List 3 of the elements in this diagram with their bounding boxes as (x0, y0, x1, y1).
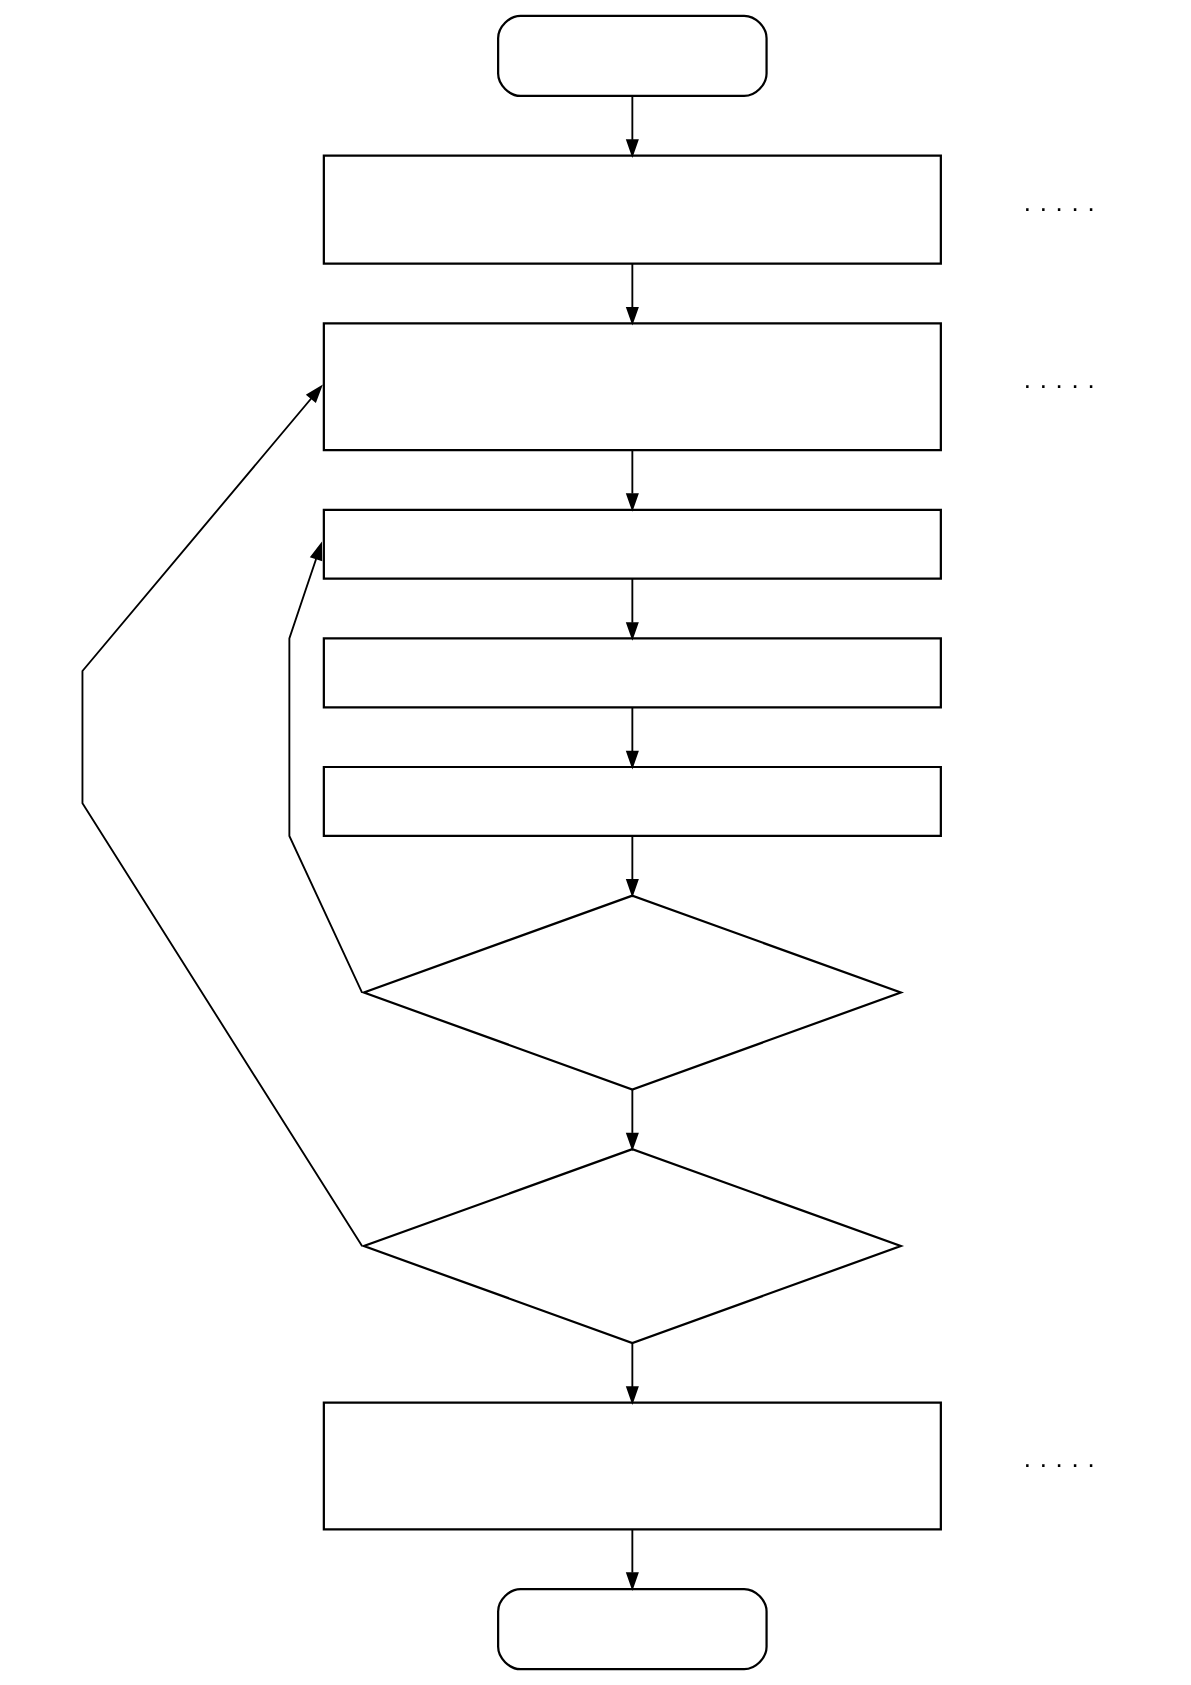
node-label: · · · · · (1022, 192, 1095, 223)
node-label: · · · · · (1022, 369, 1095, 400)
node-label: · · · · · (1022, 1448, 1095, 1479)
